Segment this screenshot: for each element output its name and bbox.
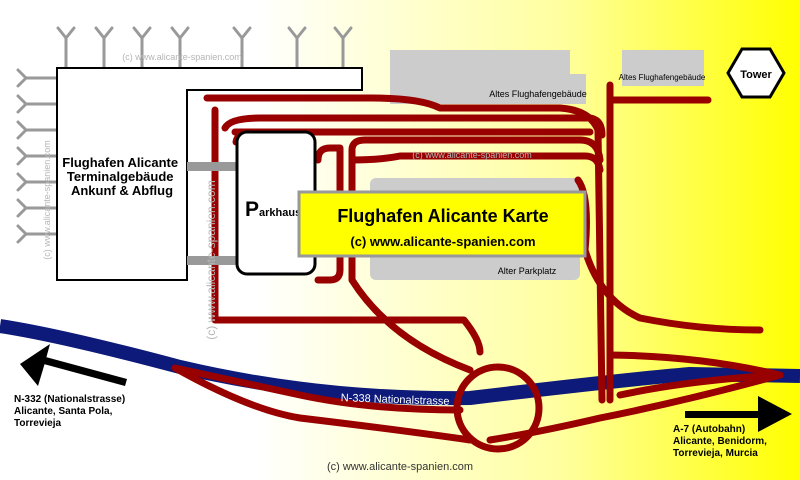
terminal-building[interactable] <box>56 67 363 281</box>
n332-label: N-332 (Nationalstrasse) Alicante, Santa … <box>14 394 128 429</box>
watermark-bottom: (c) www.alicante-spanien.com <box>327 461 473 473</box>
tower-building[interactable] <box>726 47 786 99</box>
parkhaus-initial: P <box>245 198 259 221</box>
roundabout <box>453 363 543 453</box>
watermark-top: (c) www.alicante-spanien.com <box>122 52 242 62</box>
n338-label: N-338 Nationalstrasse <box>341 392 450 408</box>
road-network <box>171 81 784 444</box>
map-title-box <box>297 190 587 258</box>
watermark-middle: (c) www.alicante-spanien.com <box>412 150 532 160</box>
watermark-left-vertical: (c) www.alicante-spanien.com <box>42 140 52 260</box>
arrow-west-icon <box>20 344 127 386</box>
old-terminal-label-1: Altes Flughafengebäude <box>489 89 587 99</box>
map-title: Flughafen Alicante Karte <box>337 206 548 226</box>
old-terminal-label-2: Altes Flughafengebäude <box>619 73 706 82</box>
terminal-label-line1: Flughafen Alicante <box>62 155 178 170</box>
watermark-mid-vertical: (c) www.alicante-spanien.com <box>204 180 218 339</box>
terminal-label-line2: Terminalgebäude <box>67 169 174 184</box>
old-terminal-building-1 <box>390 50 586 104</box>
parkhaus-label: arkhaus <box>259 207 301 219</box>
terminal-label-line3: Ankunf & Abflug <box>71 183 173 198</box>
aircraft-stands <box>16 26 353 244</box>
a7-label: A-7 (Autobahn) Alicante, Benidorm, Torre… <box>673 424 770 459</box>
old-terminal-building-2 <box>622 50 704 86</box>
arrow-east-icon <box>685 396 792 432</box>
svg-text:Flughafen Alicante Termina: Flughafen Alicante Terminalgebäude Ankun… <box>62 155 181 198</box>
terminal-connectors <box>187 162 237 265</box>
map-title-sub: (c) www.alicante-spanien.com <box>350 234 535 249</box>
tower-label: Tower <box>740 69 772 81</box>
old-parking-label: Alter Parkplatz <box>498 266 557 276</box>
